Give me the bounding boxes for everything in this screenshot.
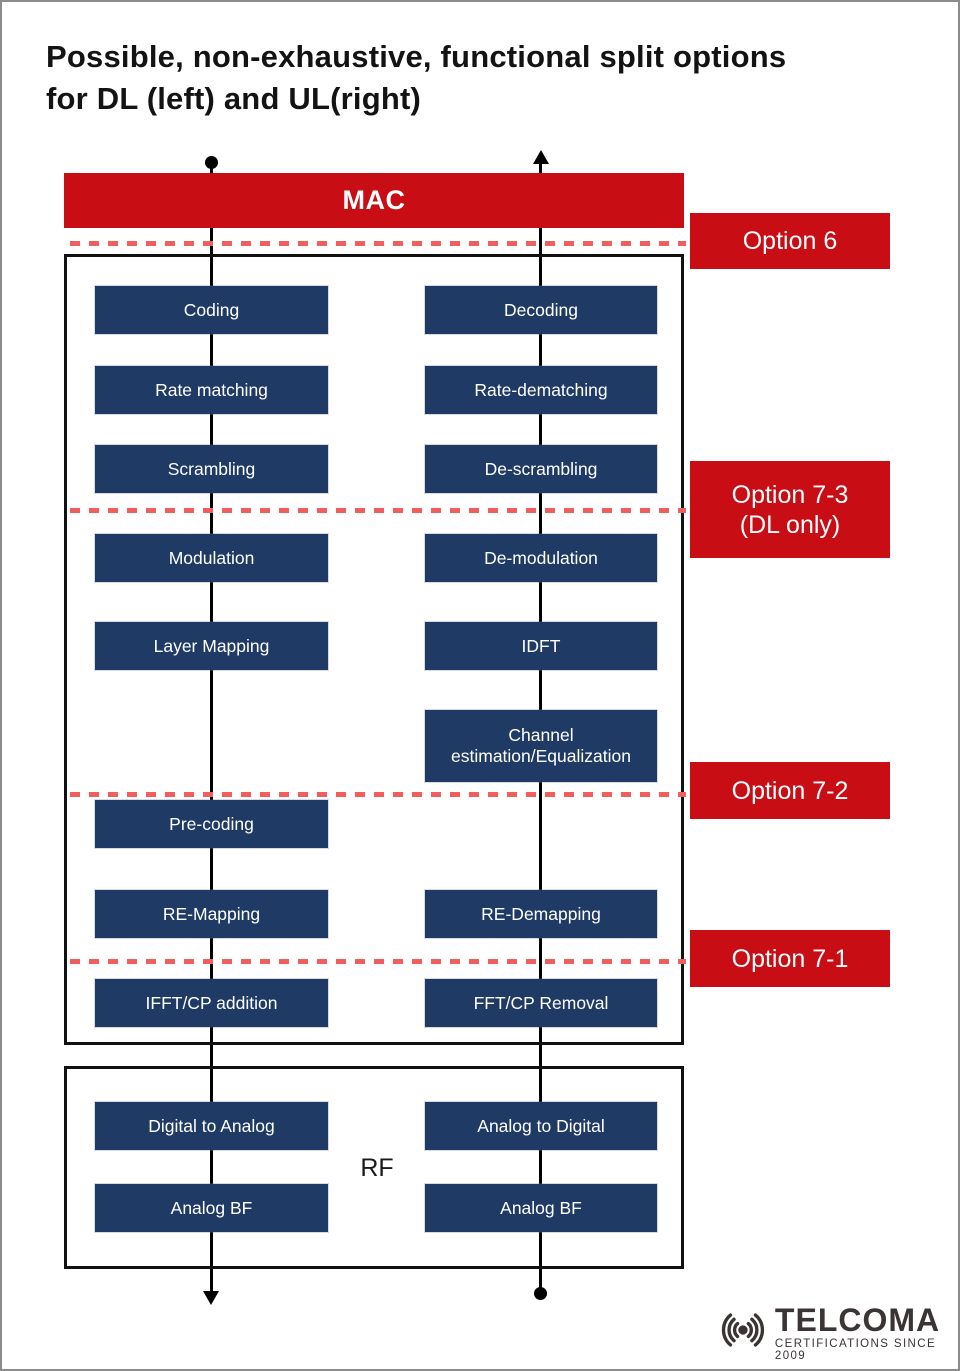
page-title: Possible, non-exhaustive, functional spl… — [46, 36, 926, 120]
dl-down-arrow-icon — [203, 1291, 219, 1305]
split-line-option7-3 — [70, 508, 686, 513]
ul-box-rate-dematching: Rate-dematching — [425, 366, 657, 414]
option-7-2-label: Option 7-2 — [690, 762, 890, 819]
ul-box-re-demapping: RE-Demapping — [425, 890, 657, 938]
ul-box-fft-cp-removal: FFT/CP Removal — [425, 979, 657, 1027]
split-line-option7-2 — [70, 792, 686, 797]
ul-box-de-modulation: De-modulation — [425, 534, 657, 582]
dl-box-analog-bf: Analog BF — [95, 1184, 328, 1232]
ul-box-analog-bf: Analog BF — [425, 1184, 657, 1232]
ul-box-idft: IDFT — [425, 622, 657, 670]
ul-box-decoding: Decoding — [425, 286, 657, 334]
dl-box-re-mapping: RE-Mapping — [95, 890, 328, 938]
logo-tagline: CERTIFICATIONS SINCE 2009 — [774, 1338, 937, 1362]
ul-end-dot — [534, 1287, 547, 1300]
dl-flow-line — [210, 162, 213, 1294]
rf-label: RF — [360, 1154, 394, 1182]
dl-box-pre-coding: Pre-coding — [95, 800, 328, 848]
ul-box-analog-to-digital: Analog to Digital — [425, 1102, 657, 1150]
telcoma-logo: TELCOMA CERTIFICATIONS SINCE 2009 — [716, 1303, 958, 1362]
option-7-3-subtext: (DL only) — [739, 510, 841, 539]
split-line-option7-1 — [70, 959, 686, 964]
dl-box-coding: Coding — [95, 286, 328, 334]
option-6-text: Option 6 — [742, 227, 838, 255]
dl-box-ifft-cp-addition: IFFT/CP addition — [95, 979, 328, 1027]
dl-box-digital-to-analog: Digital to Analog — [95, 1102, 328, 1150]
rf-box — [64, 1066, 684, 1269]
split-line-option6 — [70, 241, 686, 246]
option-6-label: Option 6 — [690, 213, 890, 269]
logo-text: TELCOMA CERTIFICATIONS SINCE 2009 — [775, 1303, 958, 1362]
dl-start-dot — [205, 156, 218, 169]
dl-box-rate-matching: Rate matching — [95, 366, 328, 414]
option-7-3-label: Option 7-3 (DL only) — [690, 461, 890, 558]
mac-bar: MAC — [64, 173, 684, 228]
option-7-2-text: Option 7-2 — [731, 776, 849, 805]
dl-box-scrambling: Scrambling — [95, 445, 328, 493]
title-line-2: for DL (left) and UL(right) — [46, 81, 422, 116]
dl-box-layer-mapping: Layer Mapping — [95, 622, 328, 670]
title-line-1: Possible, non-exhaustive, functional spl… — [46, 39, 787, 74]
option-7-1-text: Option 7-1 — [731, 944, 849, 973]
dl-box-modulation: Modulation — [95, 534, 328, 582]
signal-waves-icon — [721, 1313, 765, 1347]
ul-box-channel-estimation-equalization: Channel estimation/Equalization — [425, 710, 657, 782]
option-7-3-text: Option 7-3 — [731, 480, 849, 509]
ul-box-de-scrambling: De-scrambling — [425, 445, 657, 493]
baseband-processing-box — [64, 254, 684, 1045]
ul-up-arrow-icon — [533, 150, 549, 164]
option-7-1-label: Option 7-1 — [690, 930, 890, 987]
logo-name: TELCOMA — [774, 1302, 941, 1338]
